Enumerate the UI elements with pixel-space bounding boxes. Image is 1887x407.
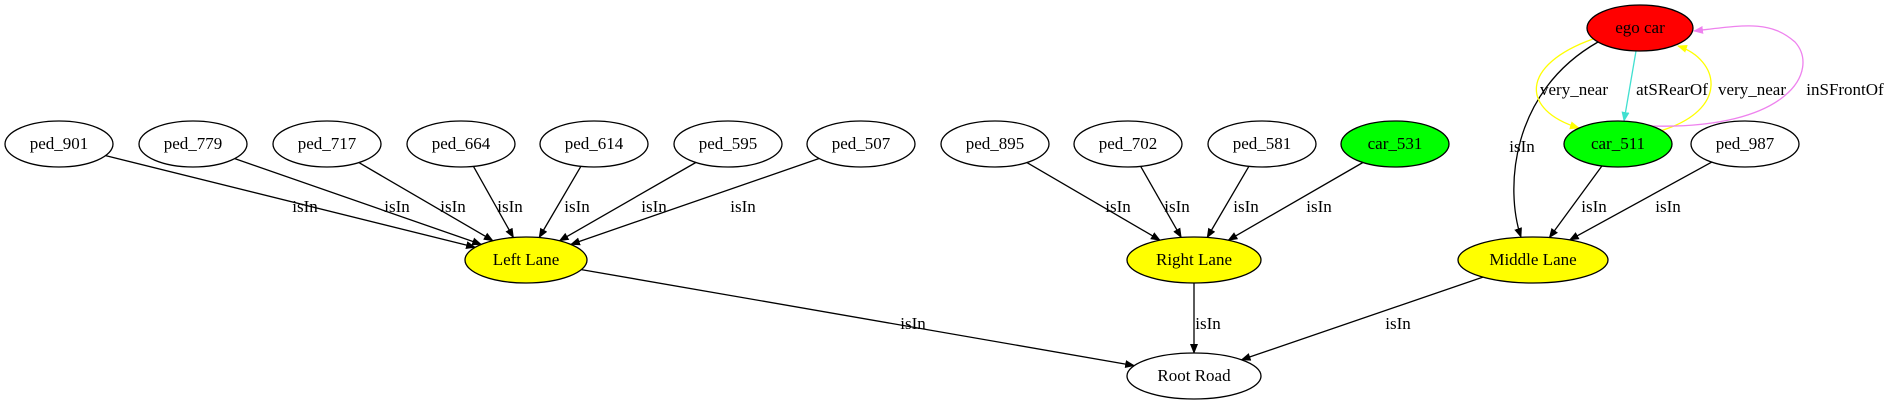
node-car-511: car_511 (1563, 120, 1673, 168)
node-middle-lane: Middle Lane (1457, 236, 1609, 284)
node-ellipse-ped-664 (406, 120, 516, 168)
edge-label-very-near: very_near (1718, 80, 1786, 99)
edge-label-isin: isIn (1195, 314, 1221, 333)
node-label-ped-664: ped_664 (432, 134, 491, 153)
node-label-ped-507: ped_507 (832, 134, 891, 153)
node-ellipse-ego-car (1586, 4, 1694, 52)
node-ellipse-right-lane (1126, 236, 1262, 284)
node-label-car-511: car_511 (1591, 134, 1645, 153)
node-ped-581: ped_581 (1207, 120, 1317, 168)
edge-ped-717-isin-left-lane (358, 162, 494, 242)
edge-label-isin: isIn (440, 197, 466, 216)
node-ellipse-ped-507 (806, 120, 916, 168)
node-ellipse-ped-717 (272, 120, 382, 168)
edge-car-511-insfrontof-ego-car (1649, 25, 1804, 127)
node-ped-717: ped_717 (272, 120, 382, 168)
node-ped-987: ped_987 (1690, 120, 1800, 168)
edge-ped-507-isin-left-lane (569, 157, 820, 246)
node-label-ped-702: ped_702 (1099, 134, 1158, 153)
edge-label-isin: isIn (1655, 197, 1681, 216)
edge-label-isin: isIn (730, 197, 756, 216)
edge-label-isin: isIn (1581, 197, 1607, 216)
node-ped-614: ped_614 (539, 120, 649, 168)
node-ped-702: ped_702 (1073, 120, 1183, 168)
node-label-ped-581: ped_581 (1233, 134, 1292, 153)
node-label-ped-614: ped_614 (565, 134, 624, 153)
node-ellipse-left-lane (464, 236, 588, 284)
node-label-car-531: car_531 (1368, 134, 1423, 153)
node-label-right-lane: Right Lane (1156, 250, 1232, 269)
edge-label-isin: isIn (292, 197, 318, 216)
edge-car-511-isin-middle-lane (1548, 165, 1603, 239)
edge-label-isin: isIn (1164, 197, 1190, 216)
edge-ped-595-isin-left-lane (558, 161, 697, 242)
node-ellipse-ped-779 (138, 120, 248, 168)
edge-ped-702-isin-right-lane (1140, 166, 1182, 239)
edge-label-isin: isIn (1105, 197, 1131, 216)
edge-ped-987-isin-middle-lane (1568, 161, 1713, 241)
node-ped-901: ped_901 (4, 120, 114, 168)
node-ellipse-ped-614 (539, 120, 649, 168)
node-label-ped-595: ped_595 (699, 134, 758, 153)
edge-car-531-isin-right-lane (1227, 161, 1364, 241)
edge-ped-664-isin-left-lane (472, 166, 514, 239)
node-label-middle-lane: Middle Lane (1489, 250, 1576, 269)
edge-ped-614-isin-left-lane (538, 165, 582, 239)
node-ped-507: ped_507 (806, 120, 916, 168)
edge-ped-901-isin-left-lane (105, 154, 477, 250)
edge-label-isin: isIn (900, 314, 926, 333)
edges-layer (105, 25, 1804, 369)
edge-label-isin: isIn (564, 197, 590, 216)
node-ellipse-ped-895 (940, 120, 1050, 168)
edge-label-isin: isIn (1385, 314, 1411, 333)
edge-car-511-very-near-ego-car (1659, 45, 1712, 132)
node-label-ped-717: ped_717 (298, 134, 357, 153)
node-ped-895: ped_895 (940, 120, 1050, 168)
node-ellipse-car-511 (1563, 120, 1673, 168)
node-root-road: Root Road (1126, 352, 1262, 400)
edge-ped-581-isin-right-lane (1206, 165, 1250, 239)
edge-label-isin: isIn (497, 197, 523, 216)
edge-label-isin: isIn (384, 197, 410, 216)
node-label-ped-987: ped_987 (1716, 134, 1775, 153)
node-ped-779: ped_779 (138, 120, 248, 168)
node-ellipse-car-531 (1340, 120, 1450, 168)
node-label-ego-car: ego car (1615, 18, 1665, 37)
node-left-lane: Left Lane (464, 236, 588, 284)
edge-middle-lane-isin-root-road (1240, 276, 1484, 361)
node-label-ped-901: ped_901 (30, 134, 89, 153)
edge-label-insfrontof: inSFrontOf (1806, 80, 1884, 99)
edge-label-isin: isIn (1509, 137, 1535, 156)
edge-label-very-near: very_near (1540, 80, 1608, 99)
node-car-531: car_531 (1340, 120, 1450, 168)
edge-label-atsrearof: atSRearOf (1636, 80, 1708, 99)
node-ellipse-ped-702 (1073, 120, 1183, 168)
edge-ego-car-isin-middle-lane (1513, 41, 1599, 238)
edge-label-isin: isIn (1233, 197, 1259, 216)
node-ellipse-root-road (1126, 352, 1262, 400)
edge-ego-car-atsrearof-car-511 (1621, 50, 1637, 122)
node-ped-664: ped_664 (406, 120, 516, 168)
edge-label-isin: isIn (641, 197, 667, 216)
edge-ped-895-isin-right-lane (1026, 162, 1161, 241)
node-ellipse-middle-lane (1457, 236, 1609, 284)
node-label-left-lane: Left Lane (493, 250, 560, 269)
node-ellipse-ped-901 (4, 120, 114, 168)
node-label-ped-779: ped_779 (164, 134, 223, 153)
edge-ego-car-very-near-car-511 (1535, 38, 1594, 130)
edge-labels-layer: isIn isIn isIn isIn isIn isIn isIn isIn isIn isIn… (292, 80, 1884, 333)
node-ellipse-ped-595 (673, 120, 783, 168)
edge-left-lane-isin-root-road (581, 268, 1136, 369)
node-ellipse-ped-581 (1207, 120, 1317, 168)
node-ego-car: ego car (1586, 4, 1694, 52)
node-ped-595: ped_595 (673, 120, 783, 168)
edge-label-isin: isIn (1306, 197, 1332, 216)
nodes-layer: ego car ped_901 ped_779 ped_717 ped_664 ped_6… (4, 4, 1800, 400)
edge-ped-779-isin-left-lane (234, 157, 483, 246)
node-ellipse-ped-987 (1690, 120, 1800, 168)
node-label-ped-895: ped_895 (966, 134, 1025, 153)
node-label-root-road: Root Road (1157, 366, 1231, 385)
node-right-lane: Right Lane (1126, 236, 1262, 284)
